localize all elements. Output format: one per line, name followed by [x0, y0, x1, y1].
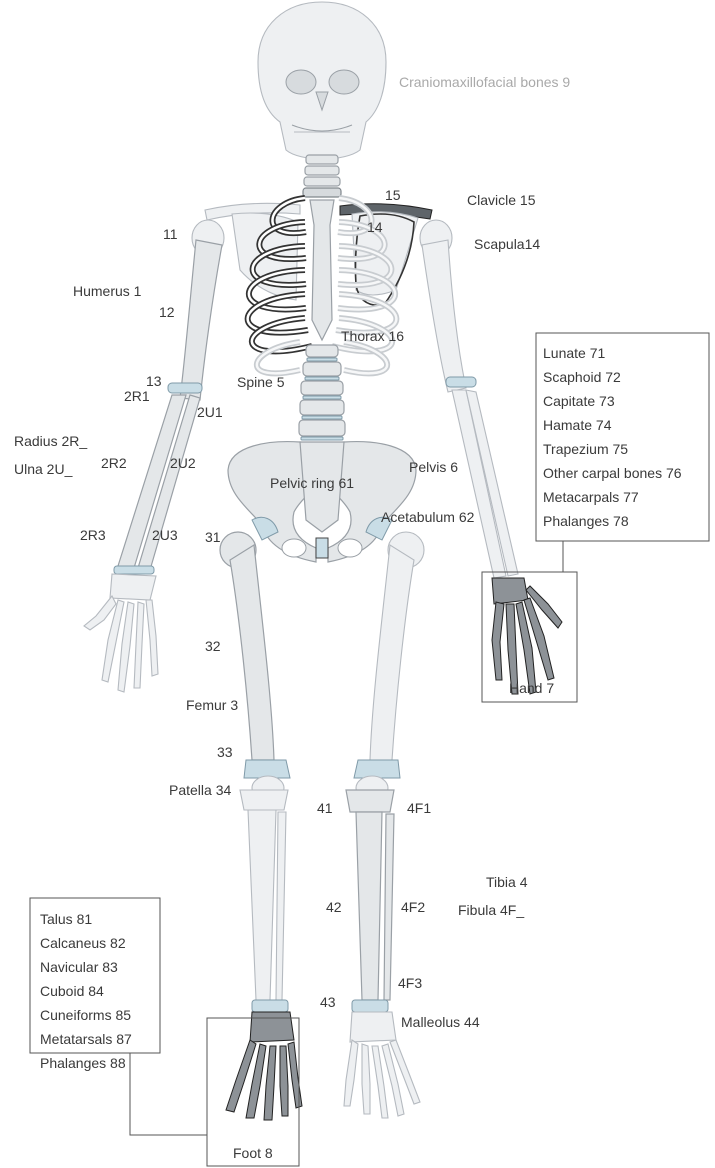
hand-legend-item: Scaphoid 72: [543, 369, 621, 385]
foot-legend-item: Navicular 83: [40, 959, 118, 975]
hand-caption: Hand 7: [509, 680, 554, 696]
radius-shaft-number: 2R2: [101, 455, 127, 471]
ulna-label: Ulna 2U_: [14, 461, 73, 477]
ulna-proximal-number: 2U1: [197, 404, 223, 420]
radius-distal-number: 2R3: [80, 527, 106, 543]
humerus-shaft-number: 12: [159, 304, 175, 320]
foot-legend-item: Metatarsals 87: [40, 1031, 132, 1047]
lumbar-spine: [299, 345, 345, 440]
humerus-label: Humerus 1: [73, 283, 142, 299]
humerus-distal-number: 13: [146, 373, 162, 389]
scapula-label: Scapula14: [474, 236, 540, 252]
cranio-label: Craniomaxillofacial bones 9: [399, 74, 570, 90]
foot-legend-item: Phalanges 88: [40, 1055, 126, 1071]
ulna-shaft-number: 2U2: [170, 455, 196, 471]
pelvis-label: Pelvis 6: [409, 459, 458, 475]
foot-caption: Foot 8: [233, 1145, 273, 1161]
hand-legend-item: Capitate 73: [543, 393, 615, 409]
ulna-distal-number: 2U3: [152, 527, 178, 543]
acetabulum-label: Acetabulum 62: [381, 509, 475, 525]
fibula-proximal-number: 4F1: [407, 800, 431, 816]
humerus-proximal-number: 11: [163, 226, 178, 242]
scapula-number: 14: [367, 219, 383, 235]
hand-legend-item: Other carpal bones 76: [543, 465, 682, 481]
tibia-label: Tibia 4: [486, 874, 528, 890]
hand-legend-item: Phalanges 78: [543, 513, 629, 529]
fibula-shaft-number: 4F2: [401, 899, 425, 915]
hand-legend-item: Trapezium 75: [543, 441, 628, 457]
left-leg: [220, 532, 290, 1012]
foot-legend-item: Cuboid 84: [40, 983, 104, 999]
femur-distal-number: 33: [217, 744, 233, 760]
skull: [258, 2, 386, 159]
tibia-proximal-number: 41: [317, 800, 333, 816]
right-hand: [492, 578, 562, 694]
hand-legend-item: Metacarpals 77: [543, 489, 639, 505]
tibia-shaft-number: 42: [326, 899, 342, 915]
fibula-distal-number: 4F3: [398, 975, 422, 991]
foot-legend-item: Calcaneus 82: [40, 935, 126, 951]
left-hand: [84, 574, 158, 692]
foot-legend-item: Cuneiforms 85: [40, 1007, 131, 1023]
sternum: [310, 200, 334, 340]
clavicle-number: 15: [385, 187, 401, 203]
femur-proximal-number: 31: [205, 529, 221, 545]
tibia-distal-number: 43: [320, 994, 336, 1010]
pelvic-ring-label: Pelvic ring 61: [270, 475, 354, 491]
hand-legend-item: Hamate 74: [543, 417, 612, 433]
clavicle-label: Clavicle 15: [467, 192, 536, 208]
right-leg: [346, 532, 424, 1012]
foot-legend-item: Talus 81: [40, 911, 92, 927]
foot-leader-line: [130, 1053, 207, 1135]
pelvis-bone: [228, 442, 416, 562]
femur-shaft-number: 32: [205, 638, 221, 654]
radius-label: Radius 2R_: [14, 433, 87, 449]
radius-proximal-number: 2R1: [124, 388, 150, 404]
cervical-spine: [303, 155, 341, 197]
spine-label: Spine 5: [237, 374, 285, 390]
fibula-label: Fibula 4F_: [458, 902, 524, 918]
hand-legend-box: [536, 333, 709, 541]
femur-label: Femur 3: [186, 697, 238, 713]
left-foot: [226, 1012, 302, 1120]
malleolus-label: Malleolus 44: [401, 1014, 480, 1030]
hand-legend-item: Lunate 71: [543, 345, 605, 361]
patella-label: Patella 34: [169, 782, 231, 798]
thorax-label: Thorax 16: [341, 328, 404, 344]
